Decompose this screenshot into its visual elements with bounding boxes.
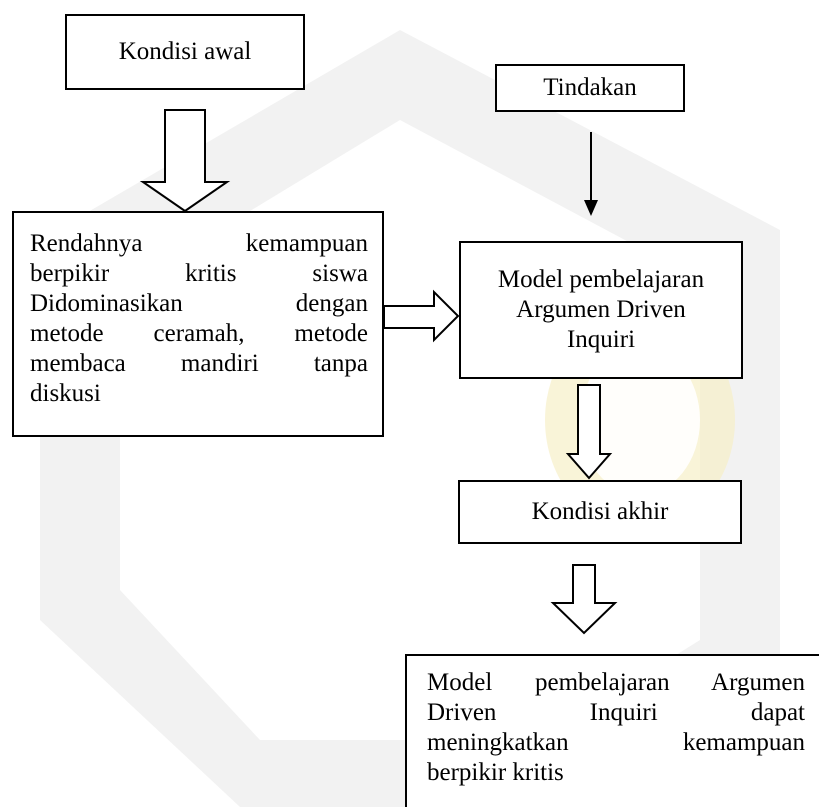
box-rendahnya: Rendahnya kemampuan berpikir kritis sisw… xyxy=(12,211,384,437)
box-kondisi-akhir: Kondisi akhir xyxy=(458,480,742,544)
rendahnya-line: berpikir kritis siswa xyxy=(30,260,368,287)
arrow-right-rendahnya xyxy=(383,289,460,343)
rendahnya-line: membaca mandiri tanpa xyxy=(30,350,368,377)
box-model-pembelajaran: Model pembelajaran Argumen Driven Inquir… xyxy=(459,241,743,379)
label-tindakan: Tindakan xyxy=(543,74,637,101)
arrow-head-tindakan xyxy=(584,200,598,216)
hasil-line: berpikir kritis xyxy=(427,759,564,786)
rendahnya-line: Didominasikan dengan xyxy=(30,290,368,317)
arrow-down-awal xyxy=(139,109,231,213)
hasil-line: Driven Inquiri dapat xyxy=(427,699,805,726)
model-line: Argumen Driven xyxy=(516,296,686,323)
arrow-down-akhir xyxy=(550,564,618,635)
rendahnya-line: metode ceramah, metode xyxy=(30,320,368,347)
model-line: Model pembelajaran xyxy=(497,266,705,293)
label-kondisi-awal: Kondisi awal xyxy=(118,38,252,65)
hasil-line: Model pembelajaran Argumen xyxy=(427,669,805,696)
box-kondisi-awal: Kondisi awal xyxy=(65,14,305,90)
label-kondisi-akhir: Kondisi akhir xyxy=(531,498,669,525)
box-tindakan: Tindakan xyxy=(495,64,685,112)
hasil-line: meningkatkan kemampuan xyxy=(427,729,805,756)
box-hasil: Model pembelajaran Argumen Driven Inquir… xyxy=(405,654,819,807)
model-line: Inquiri xyxy=(566,326,636,353)
rendahnya-line: diskusi xyxy=(30,380,101,407)
arrow-down-model xyxy=(565,384,613,480)
rendahnya-line: Rendahnya kemampuan xyxy=(30,230,368,257)
